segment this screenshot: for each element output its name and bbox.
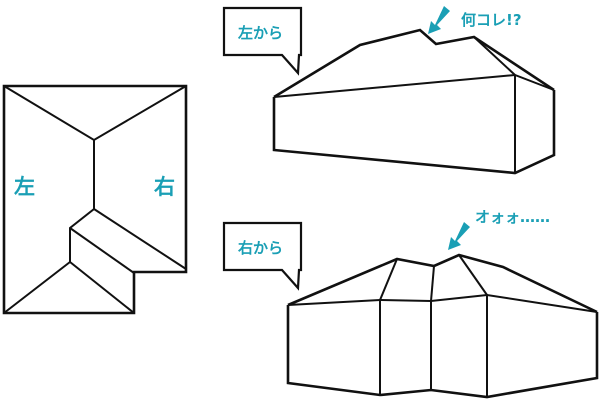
eave-line — [287, 293, 598, 313]
roof-hip — [458, 254, 488, 296]
plan-ridge — [69, 140, 95, 262]
arrow-icon — [448, 222, 470, 250]
plan-hip — [69, 227, 135, 274]
roof-plan: 左 右 — [2, 84, 188, 315]
roof-outline — [273, 28, 555, 99]
bubble-text-left: 左から — [237, 24, 283, 42]
comment-left: 何コレ!? — [461, 11, 522, 29]
roof-valley — [430, 265, 435, 302]
plan-hip-lower — [3, 260, 135, 314]
arrow-icon — [428, 6, 450, 34]
speech-bubble-left — [222, 6, 303, 76]
comment-right: オォォ…… — [475, 208, 550, 226]
speech-bubble-right — [222, 221, 303, 291]
view-from-left: 左から 何コレ!? — [222, 6, 556, 175]
roof-hip — [473, 36, 516, 76]
plan-left-label: 左 — [14, 175, 35, 199]
wall-outline — [272, 90, 556, 175]
eave-line — [273, 73, 555, 98]
view-from-right: 右から オォォ…… — [222, 208, 599, 399]
wall-outline — [286, 305, 599, 399]
plan-hip-lines — [3, 85, 187, 142]
plan-valley — [93, 208, 187, 270]
bubble-text-right: 右から — [238, 239, 283, 257]
roof-hip — [379, 258, 398, 301]
plan-right-label: 右 — [154, 175, 175, 199]
roof-outline — [287, 253, 598, 314]
